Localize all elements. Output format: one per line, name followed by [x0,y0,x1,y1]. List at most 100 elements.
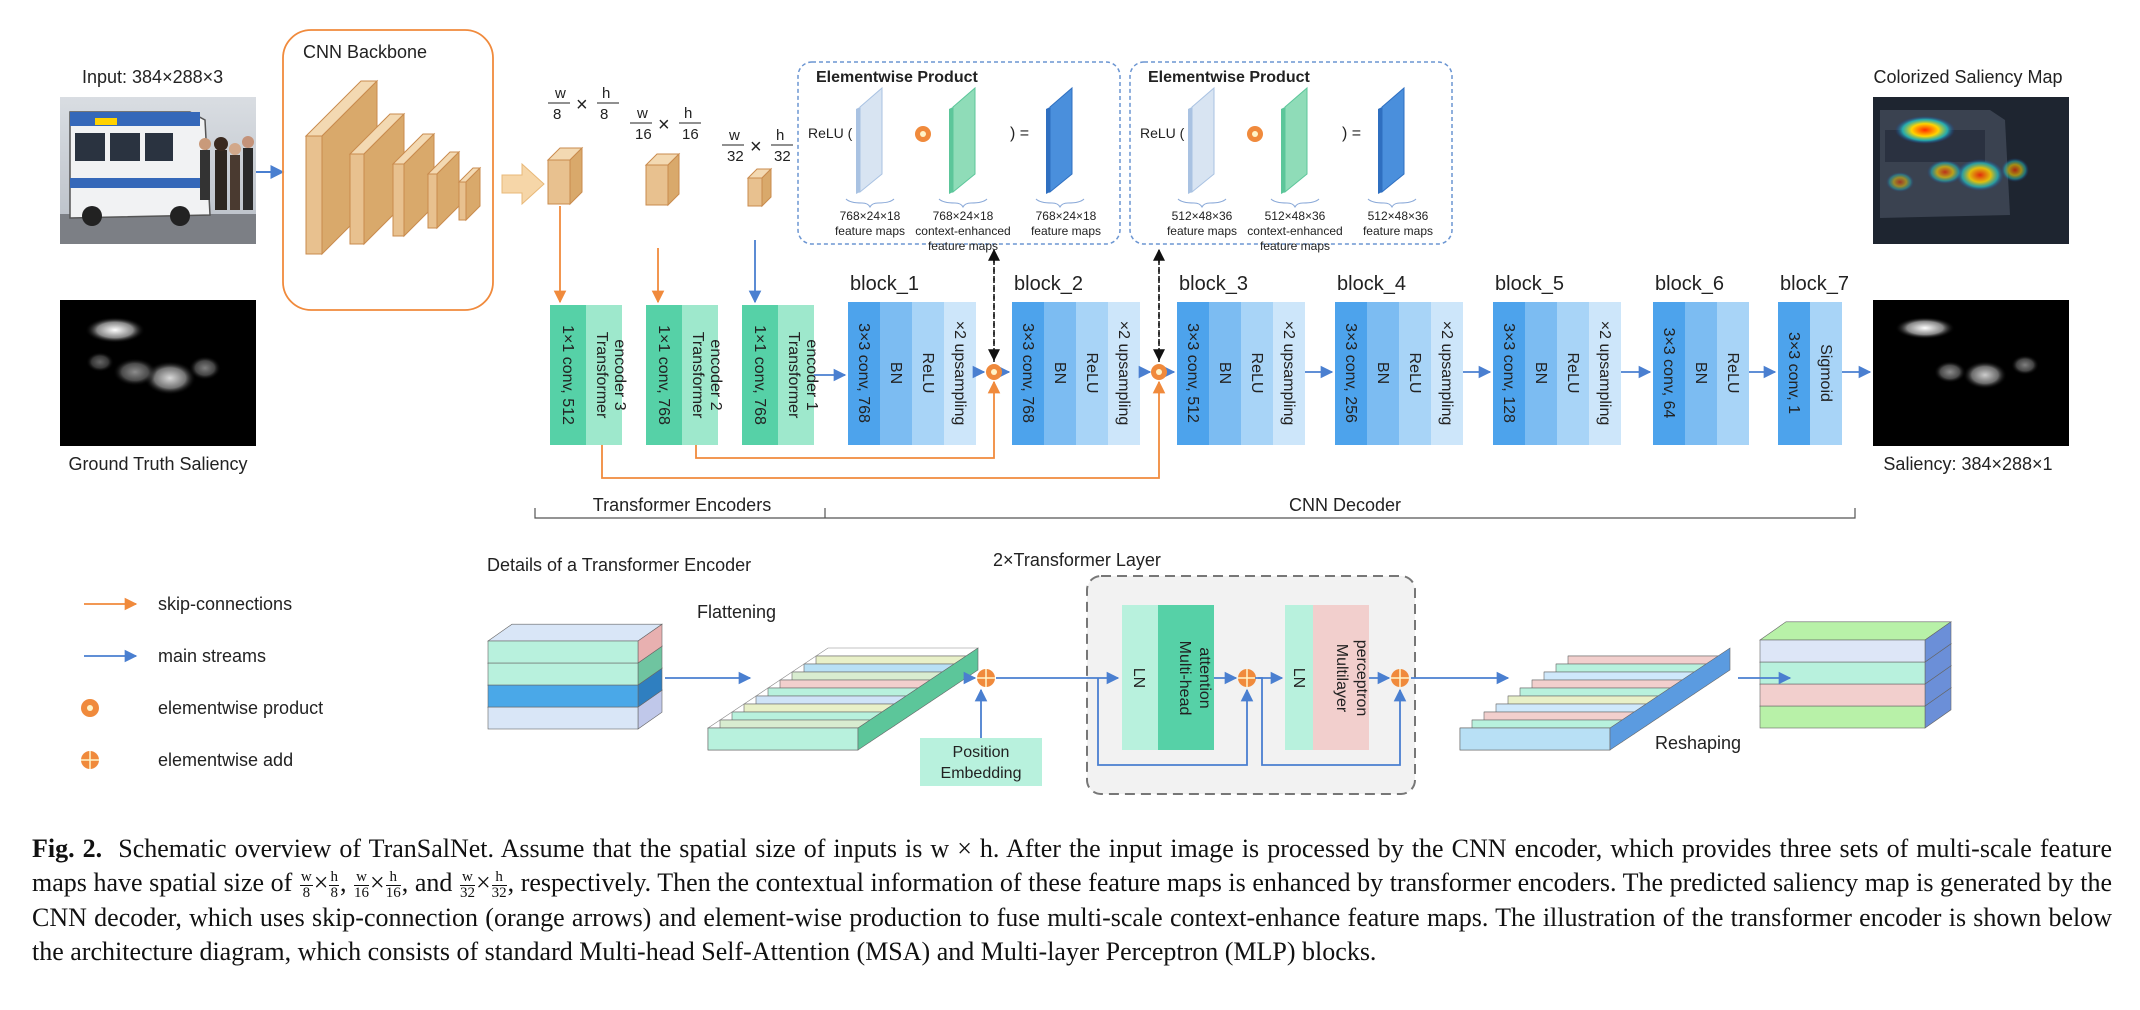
product-sheet-edge-1 [1188,107,1192,194]
block-layer-3 [1557,302,1589,445]
legend-label-4: elementwise add [158,750,293,770]
position-label-2: Embedding [941,765,1022,782]
input-tensor-row-4-top [487,623,663,642]
product-caption-a-1: feature maps [835,224,905,238]
block-layer-2 [1209,302,1241,445]
block-layer-1 [1177,302,1209,445]
block-layer-2 [1367,302,1399,445]
equals-label: ) = [1010,125,1029,142]
legend-item-3: elementwise product [81,698,323,718]
scale-label-2: w16×h16 [630,105,701,143]
reshaping-label: Reshaping [1655,733,1741,753]
block-layer-label: 3×3 conv, 128 [1500,323,1517,423]
legend-label-2: main streams [158,646,266,666]
block-layer-2 [1810,302,1842,445]
scale-num2: h [602,85,610,102]
feature-cubes [546,146,773,208]
block-layer-4 [1108,302,1140,445]
input-tensor-row-3 [487,662,639,686]
block-layer-label: ×2 upsampling [1596,321,1613,426]
encoder-name-line2: encoder 1 [803,339,820,410]
ln-box-1 [1122,605,1158,750]
product-sheet-1 [1191,86,1215,194]
block-title: block_4 [1337,273,1406,295]
backbone-layer-1 [305,135,323,255]
scale-den2: 32 [774,148,791,165]
product-title: Elementwise Product [816,69,978,86]
backbone-label: CNN Backbone [303,42,427,62]
product-sheet-1 [859,86,883,194]
attention-box [1158,605,1214,750]
block-title: block_2 [1014,273,1083,295]
block-layer-label: ×2 upsampling [1280,321,1297,426]
position-embedding-box [920,738,1042,786]
layer-box-label: 2×Transformer Layer [993,550,1161,570]
backbone-layer-4 [427,173,438,229]
input-label: Input: 384×288×3 [82,67,223,87]
scale-num: w [636,105,648,122]
block-title: block_1 [850,273,919,295]
product-sheet-edge-2 [1281,107,1285,194]
encoder-conv-label: 1×1 conv, 768 [655,325,672,425]
caption-part-2: , respectively. Then the contextual info… [32,868,2113,966]
block-layer-2 [1525,302,1557,445]
product-caption-b-2: feature maps [928,239,998,253]
product-caption-c-1: feature maps [1031,224,1101,238]
block-layer-label: BN [1532,362,1549,384]
figure-caption: Fig. 2. Schematic overview of TranSalNet… [32,834,2113,966]
product-brace-1 [845,198,895,209]
architecture-diagram: Input: 384×288×3 Ground Truth Saliency C… [60,29,2069,795]
ln-label-1: LN [1130,668,1147,688]
block-layer-label: ReLU [1083,353,1100,394]
mlp-label-1: Multilayer [1333,644,1350,713]
backbone-layer-2 [349,153,365,245]
scale-num2: h [684,105,692,122]
block-title: block_6 [1655,273,1724,295]
block-layer-label: ReLU [919,353,936,394]
input-tensor-row-4 [487,640,639,664]
block-layer-label: ReLU [1248,353,1265,394]
block-layer-label: ReLU [1564,353,1581,394]
scale-label-3: w32×h32 [722,127,793,165]
attention-label-1: Multi-head [1176,641,1193,716]
ground-truth-label: Ground Truth Saliency [68,454,247,474]
block-layer-label: 3×3 conv, 1 [1785,332,1802,414]
encoder-name-line1: Transformer [689,332,706,419]
block-layer-label: BN [1051,362,1068,384]
product-title: Elementwise Product [1148,69,1310,86]
block-layer-label: 3×3 conv, 256 [1342,323,1359,423]
flattening-label: Flattening [697,602,776,622]
block-layer-label: ×2 upsampling [1438,321,1455,426]
block-layer-4 [944,302,976,445]
block-layer-label: Sigmoid [1817,344,1834,402]
block-layer-4 [1431,302,1463,445]
times-sign: × [576,94,588,116]
scale-num: w [554,85,566,102]
block-layer-label: 3×3 conv, 512 [1184,323,1201,423]
block-layer-3 [1076,302,1108,445]
legend-label-3: elementwise product [158,698,323,718]
ground-truth-map [60,300,256,446]
times-sign: × [750,136,762,158]
predicted-saliency-map [1873,300,2069,446]
times-sign: × [658,114,670,136]
block-layer-label: ×2 upsampling [951,321,968,426]
legend-item-2: main streams [84,646,266,666]
input-tensor-row-2 [487,684,639,708]
product-caption-b-2: feature maps [1260,239,1330,253]
decoder-block-7: block_7 3×3 conv, 1 Sigmoid [1778,273,1849,445]
product-caption-c-0: 768×24×18 [1036,209,1097,223]
scale-den: 16 [635,126,652,143]
product-caption-b-1: context-enhanced [915,224,1010,238]
encoder-name-line1: Transformer [785,332,802,419]
scale-den: 32 [727,148,744,165]
block-layer-3 [1717,302,1749,445]
block-title: block_7 [1780,273,1849,295]
block-layer-2 [1044,302,1076,445]
